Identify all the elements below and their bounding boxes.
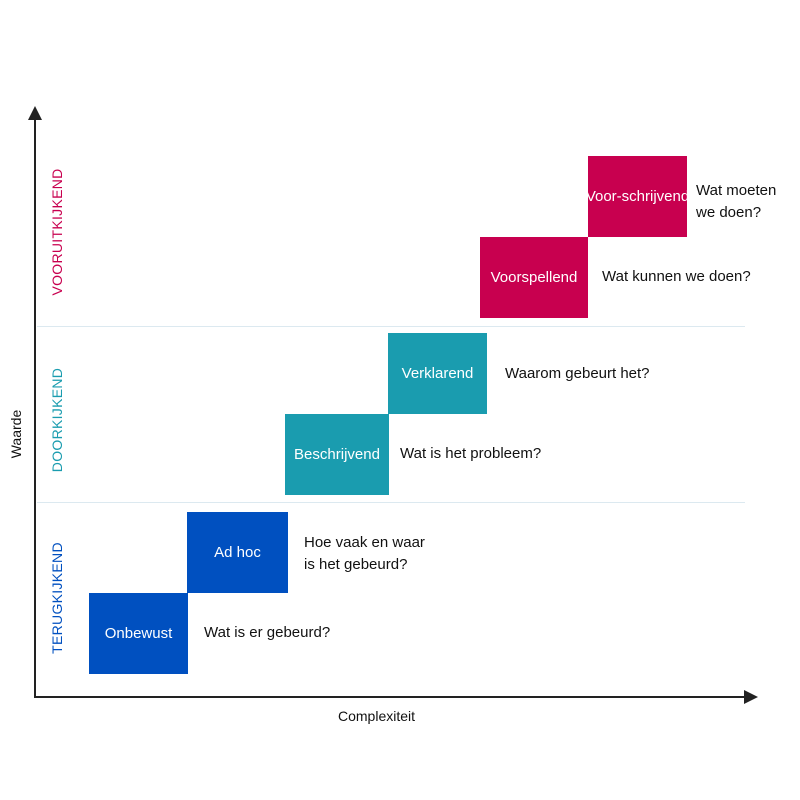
step-label: Voorspellend [490,268,578,286]
step-label: Ad hoc [214,543,261,561]
question-onbewust: Wat is er gebeurd? [204,624,331,641]
step-label-line-2: schrijvend [621,187,690,205]
step-label: Verklarend [401,364,474,382]
band-label-vooruitkijkend: VOORUITKIJKEND [49,168,65,296]
step-beschrijvend: Beschrijvend [285,414,389,495]
step-label: Onbewust [104,624,173,642]
step-verklarend: Verklarend [388,333,487,414]
band-separator-lower [37,502,745,503]
question-verklarend: Waarom gebeurt het? [505,365,650,382]
x-axis-title: Complexiteit [338,708,416,724]
band-label-terugkijkend: TERUGKIJKEND [49,542,65,654]
y-axis-arrow-icon [28,106,42,120]
band-separator-upper [37,326,745,327]
question-line-2: we doen? [696,203,762,221]
band-label-doorkijkend: DOORKIJKEND [49,367,65,473]
step-label-line-1: Voor- [585,187,622,205]
question-line-2: is het gebeurd? [304,555,408,573]
y-axis-line [34,118,36,698]
question-line-1: Wat moeten [696,182,777,199]
question-voorspellend: Wat kunnen we doen? [602,268,751,285]
question-ad-hoc: Hoe vaak en waar is het gebeurd? [304,532,425,576]
x-axis-arrow-icon [744,690,758,704]
step-voorschrijvend: Voor- schrijvend [585,156,690,237]
question-beschrijvend: Wat is het probleem? [400,445,542,462]
step-voorspellend: Voorspellend [480,237,588,318]
step-onbewust: Onbewust [89,593,188,674]
step-ad-hoc: Ad hoc [187,512,288,593]
step-label: Beschrijvend [294,445,380,463]
y-axis-title: Waarde [8,409,24,459]
question-line-1: Hoe vaak en waar [304,534,425,551]
question-voorschrijvend: Wat moeten we doen? [696,180,776,224]
x-axis-line [34,696,746,698]
